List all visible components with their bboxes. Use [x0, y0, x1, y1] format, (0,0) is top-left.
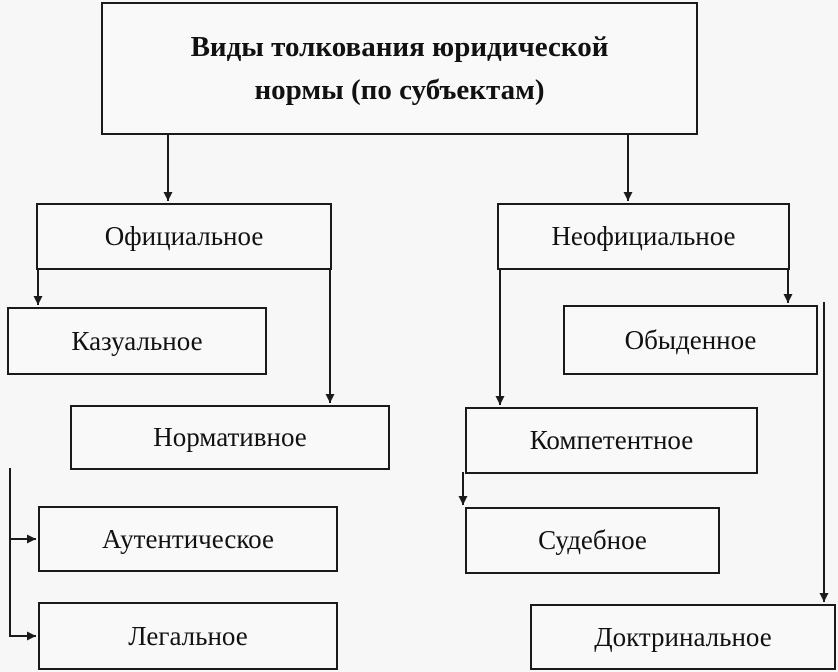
node-authentic: Аутентическое [38, 506, 338, 572]
node-authentic-label: Аутентическое [102, 523, 274, 554]
node-competent-label: Компетентное [529, 425, 694, 456]
arrow-normative-to-authentic [9, 468, 36, 544]
node-legal: Легальное [38, 602, 338, 670]
diagram-title-box: Виды толкования юридической нормы (по су… [101, 2, 698, 135]
node-official: Официальное [36, 203, 332, 270]
title-line-1: Виды толкования юридической [190, 31, 609, 64]
diagram-title: Виды толкования юридической нормы (по су… [191, 26, 609, 110]
node-judicial-label: Судебное [538, 525, 647, 556]
node-doctrinal-label: Доктринальное [594, 621, 772, 652]
node-doctrinal: Доктринальное [530, 604, 836, 670]
node-unofficial-label: Неофициальное [551, 221, 736, 252]
title-line-2: нормы (по субъектам) [254, 73, 545, 106]
node-ordinary-label: Обыденное [624, 324, 757, 355]
node-legal-label: Легальное [128, 620, 248, 651]
node-normative-label: Нормативное [153, 422, 307, 453]
node-judicial: Судебное [465, 507, 720, 574]
node-competent: Компетентное [465, 407, 758, 474]
node-official-label: Официальное [104, 221, 264, 252]
node-casual: Казуальное [7, 307, 267, 375]
node-ordinary: Обыденное [563, 305, 818, 375]
node-casual-label: Казуальное [71, 325, 203, 356]
arrow-normative-to-legal [9, 539, 36, 641]
node-normative: Нормативное [70, 405, 390, 470]
node-unofficial: Неофициальное [497, 203, 790, 270]
